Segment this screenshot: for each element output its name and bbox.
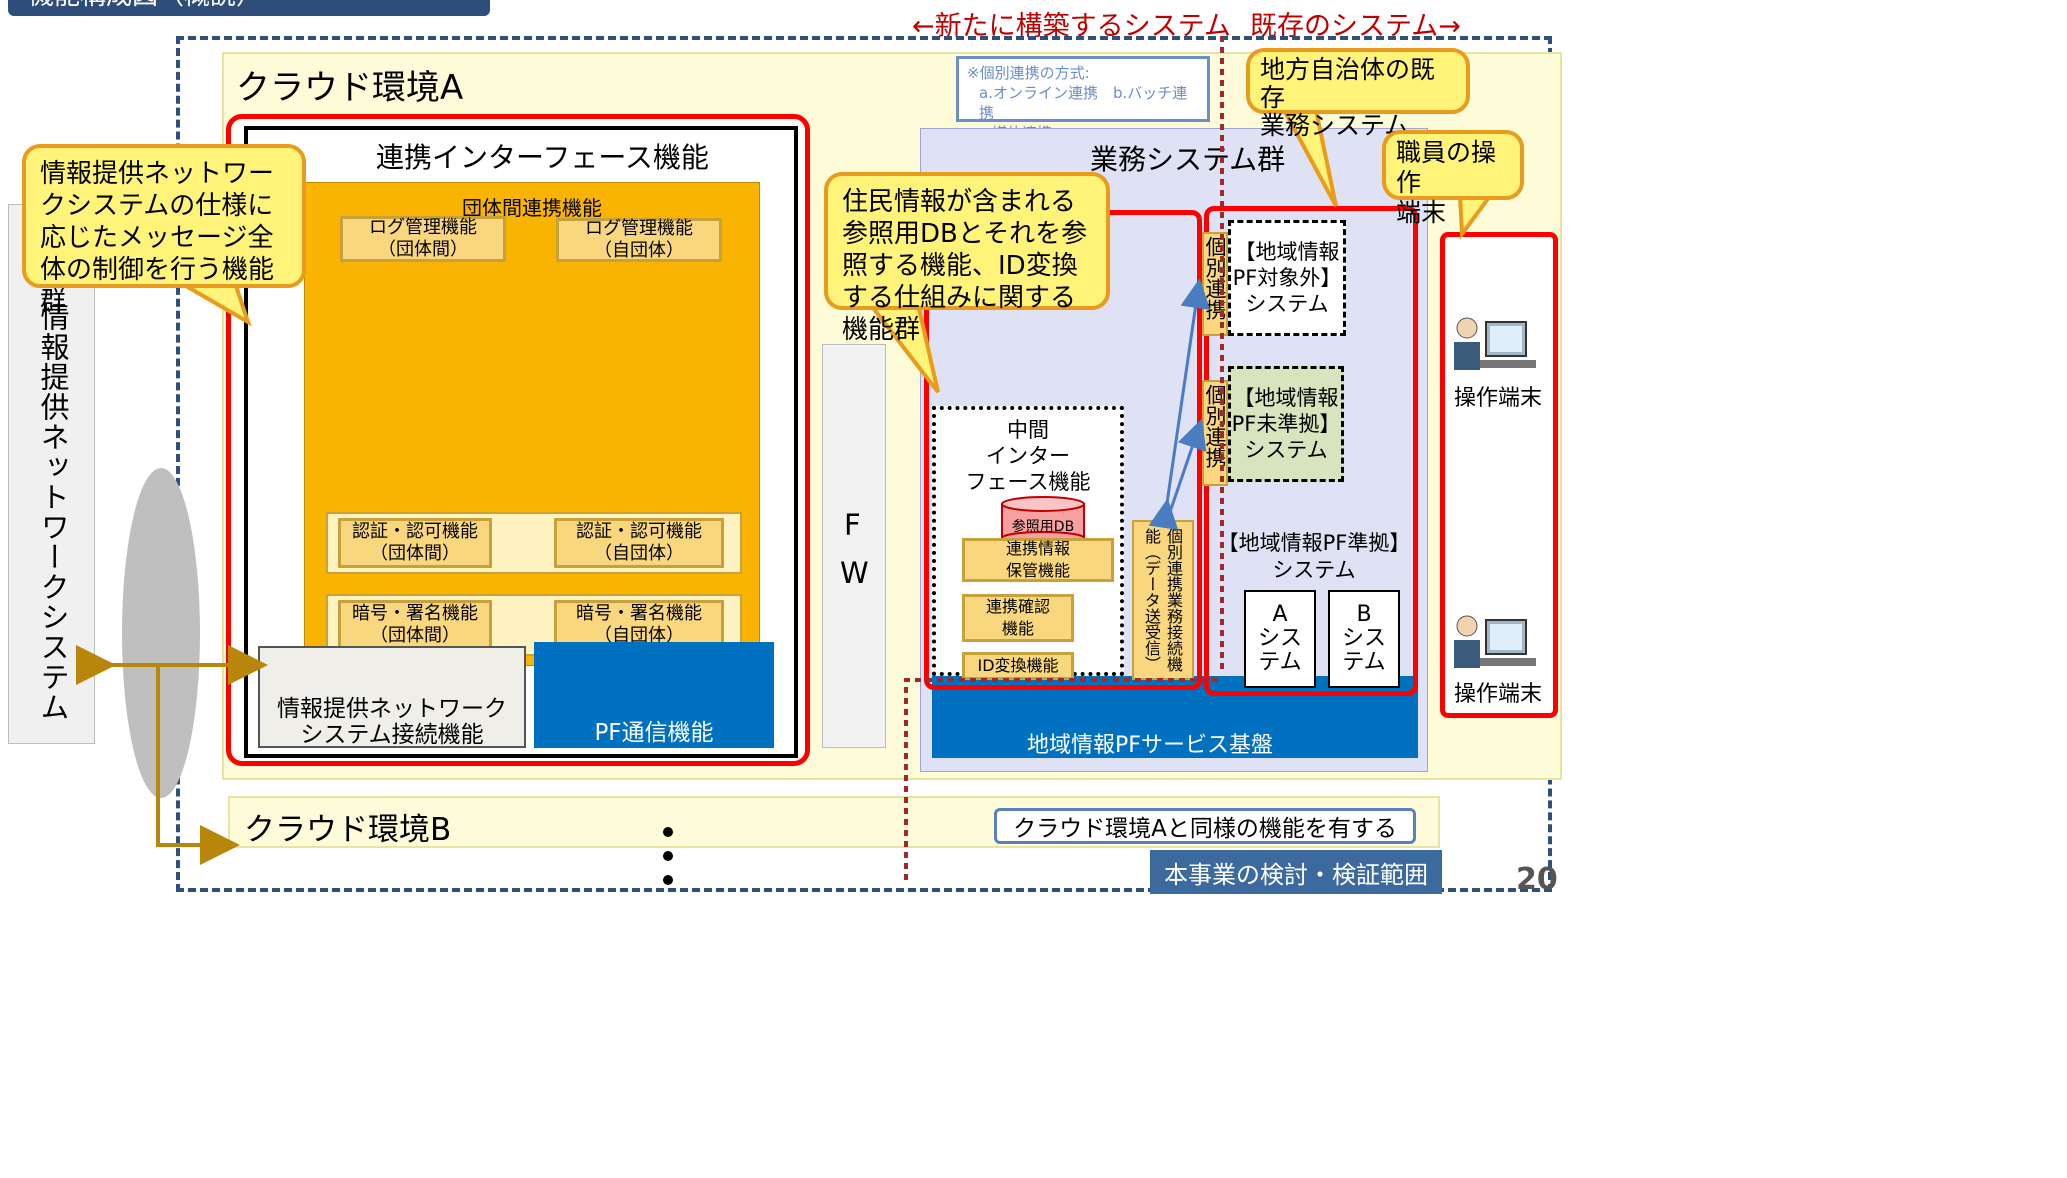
- terminal-red-frame: [1440, 232, 1558, 718]
- note-line-1: ※個別連携の方式:: [967, 64, 1090, 82]
- info-network-system-label: 情報提供ネットワークシステム: [36, 302, 70, 722]
- sys-partial-box: 【地域情報 PF未準拠】 システム: [1228, 366, 1344, 482]
- link-method-note: ※個別連携の方式: a.オンライン連携 b.バッチ連携 c.媒体連携: [956, 56, 1210, 142]
- sys-a-box: A シス テム: [1244, 590, 1316, 688]
- pf-comm-box: [534, 642, 774, 748]
- network-connect-box: [258, 646, 526, 748]
- callout-staff-terminal: 職員の操作 端末: [1382, 130, 1524, 227]
- callout-resident-db: 住民情報が含まれる参照用DBとそれを参照する機能、ID変換する仕組みに関する機能…: [824, 172, 1110, 345]
- cloud-b-desc: クラウド環境Aと同様の機能を有する: [994, 808, 1416, 844]
- sys-out-box: 【地域情報 PF対象外】 システム: [1228, 220, 1346, 336]
- cloud-b-title: クラウド環境B: [244, 812, 452, 848]
- scope-label: 本事業の検討・検証範囲: [1150, 850, 1442, 894]
- sys-b-box: B シス テム: [1328, 590, 1400, 688]
- callout-network-control: 情報提供ネットワークシステムの仕様に応じたメッセージ全体の制御を行う機能群: [22, 144, 306, 317]
- gateway-ellipse: [122, 468, 200, 798]
- auth-self-box: 認証・認可機能 （自団体）: [554, 518, 724, 568]
- id-convert-box: ID変換機能: [962, 652, 1074, 680]
- link2-label: 個別連携: [1203, 384, 1227, 468]
- network-connect-label: 情報提供ネットワーク システム接続機能: [277, 696, 507, 748]
- individual-link-label: 個別連携業務接続機能（データ送受信）: [1142, 528, 1183, 672]
- inter-org-block: [304, 182, 760, 666]
- business-group-title: 業務システム群: [1090, 143, 1286, 176]
- crypto-inter-box: 暗号・署名機能 （団体間）: [338, 600, 492, 650]
- auth-inter-box: 認証・認可機能 （団体間）: [338, 518, 492, 568]
- terminal-2-label: 操作端末: [1454, 682, 1543, 707]
- platform-label: 地域情報PFサービス基盤: [1027, 733, 1273, 758]
- crypto-self-box: 暗号・署名機能 （自団体）: [554, 600, 724, 650]
- firewall-box: [822, 344, 886, 748]
- page-number: 20: [1516, 862, 1558, 897]
- storage-box: 連携情報 保管機能: [962, 538, 1114, 582]
- callout-local-gov: 地方自治体の既存 業務システム: [1246, 48, 1470, 140]
- note-line-2: a.オンライン連携 b.バッチ連携: [979, 84, 1188, 122]
- confirm-box: 連携確認 機能: [962, 594, 1074, 642]
- terminal-1-label: 操作端末: [1454, 386, 1543, 411]
- individual-link-box: [1132, 520, 1194, 680]
- firewall-label-w: W: [840, 556, 869, 590]
- middle-interface-title: 中間 インター フェース機能: [965, 418, 1091, 494]
- pf-comm-label: PF通信機能: [594, 720, 714, 746]
- log-inter-box: ログ管理機能 （団体間）: [340, 216, 506, 262]
- title-tab: 機能構成図（概説）: [8, 0, 490, 16]
- firewall-label-f: F: [844, 508, 861, 542]
- sys-compliant-label: 【地域情報PF準拠】 システム: [1217, 531, 1411, 582]
- reference-db-label: 参照用DB: [1011, 519, 1075, 535]
- link1-label: 個別連携: [1203, 236, 1227, 320]
- cloud-a-title: クラウド環境A: [236, 68, 464, 108]
- interface-title: 連携インターフェース機能: [376, 141, 709, 174]
- log-self-box: ログ管理機能 （自団体）: [556, 218, 722, 262]
